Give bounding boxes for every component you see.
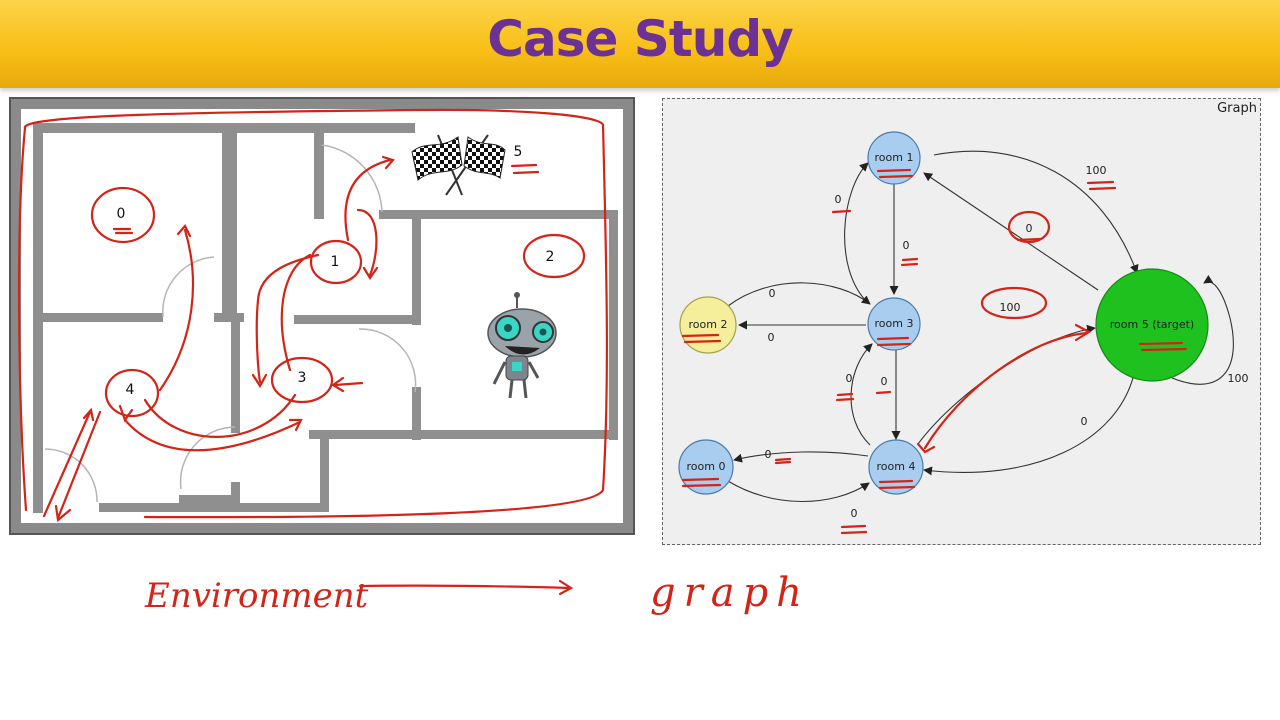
node-room-0: room 0 <box>677 438 734 495</box>
node-label: room 5 (target) <box>1109 318 1193 331</box>
edge-label: 0 <box>1080 415 1087 428</box>
state-graph: room 1 room 2 room 3 room 0 room 4 room … <box>677 130 1248 520</box>
page-title: Case Study <box>487 10 793 68</box>
environment-panel <box>9 97 635 535</box>
node-label: room 3 <box>874 317 913 330</box>
title-bar: Case Study <box>0 0 1280 88</box>
edge-label: 0 <box>845 372 852 385</box>
edge-label: 0 <box>880 375 887 388</box>
node-room-3: room 3 <box>866 296 921 351</box>
graph-caption: graph <box>650 570 810 616</box>
edge-label: 0 <box>902 239 909 252</box>
node-room-5-target: room 5 (target) <box>1094 267 1209 382</box>
node-room-2: room 2 <box>678 295 737 354</box>
edge-label: 0 <box>768 287 775 300</box>
environment-caption: Environment <box>144 576 369 616</box>
node-room-4: room 4 <box>867 438 924 495</box>
edge-label: 0 <box>850 507 857 520</box>
node-room-1: room 1 <box>866 130 921 185</box>
node-label: room 4 <box>876 460 915 473</box>
edge-label: 0 <box>764 448 771 461</box>
edge-label: 0 <box>834 193 841 206</box>
graph-panel-title: Graph <box>1217 101 1257 116</box>
graph-panel: room 1 room 2 room 3 room 0 room 4 room … <box>662 98 1261 545</box>
node-label: room 2 <box>688 318 727 331</box>
edge-label: 0 <box>767 331 774 344</box>
edge-label: 100 <box>1085 164 1106 177</box>
node-label: room 1 <box>874 151 913 164</box>
edge-label: 100 <box>999 301 1020 314</box>
edge-label: 0 <box>1025 222 1032 235</box>
floor-plan <box>21 109 623 523</box>
node-label: room 0 <box>686 460 725 473</box>
edge-label: 100 <box>1227 372 1248 385</box>
